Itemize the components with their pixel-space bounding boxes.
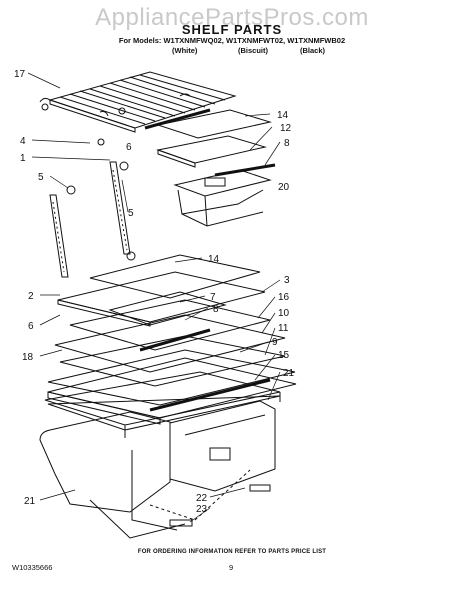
callout-labels: 17 4 6 1 5 5 14 12 8 20 14 3 7 16 8 10 1… xyxy=(14,69,295,515)
callout-23: 23 xyxy=(196,504,208,515)
callout-4: 4 xyxy=(20,136,26,147)
callout-21-lower: 21 xyxy=(24,496,36,507)
page-number: 9 xyxy=(229,563,234,572)
callout-6-upper: 6 xyxy=(126,142,132,153)
wire-shelf xyxy=(39,71,237,133)
leader-lines xyxy=(27,72,281,523)
callout-20: 20 xyxy=(278,182,290,193)
callout-8-upper: 8 xyxy=(284,138,290,149)
model-list: For Models: W1TXNMFWQ02, W1TXNMFWT02, W1… xyxy=(118,36,346,45)
callout-10: 10 xyxy=(278,308,290,319)
callout-8-lower: 8 xyxy=(213,304,219,315)
callout-5-left: 5 xyxy=(38,172,44,183)
crisper-cover xyxy=(44,371,281,438)
watermark: AppliancePartsPros.com xyxy=(95,4,369,31)
glass-shelf-stack xyxy=(47,254,297,425)
color-white: (White) xyxy=(172,46,198,55)
document-number: W10335666 xyxy=(12,563,53,572)
callout-12: 12 xyxy=(280,123,292,134)
callout-3: 3 xyxy=(284,275,290,286)
callout-7: 7 xyxy=(210,292,216,303)
callout-11: 11 xyxy=(278,323,289,334)
callout-14-upper: 14 xyxy=(277,110,289,121)
upper-shelf-assembly xyxy=(144,108,276,227)
page-title: SHELF PARTS xyxy=(181,22,283,37)
callout-16: 16 xyxy=(278,292,290,303)
color-black: (Black) xyxy=(300,46,326,55)
callout-15: 15 xyxy=(278,350,290,361)
callout-14-lower: 14 xyxy=(208,254,220,265)
callout-6-lower: 6 xyxy=(28,321,34,332)
color-biscuit: (Biscuit) xyxy=(238,46,268,55)
callout-21-upper: 21 xyxy=(283,368,295,379)
callout-2: 2 xyxy=(28,291,34,302)
crisper-drawers xyxy=(39,400,276,539)
callout-17: 17 xyxy=(14,69,26,80)
callout-5-right: 5 xyxy=(128,208,134,219)
ordering-note: FOR ORDERING INFORMATION REFER TO PARTS … xyxy=(137,549,327,555)
callout-18: 18 xyxy=(22,352,34,363)
callout-1: 1 xyxy=(20,153,26,164)
callout-9: 9 xyxy=(272,337,278,348)
shelf-rails xyxy=(41,103,136,278)
callout-22: 22 xyxy=(196,493,208,504)
